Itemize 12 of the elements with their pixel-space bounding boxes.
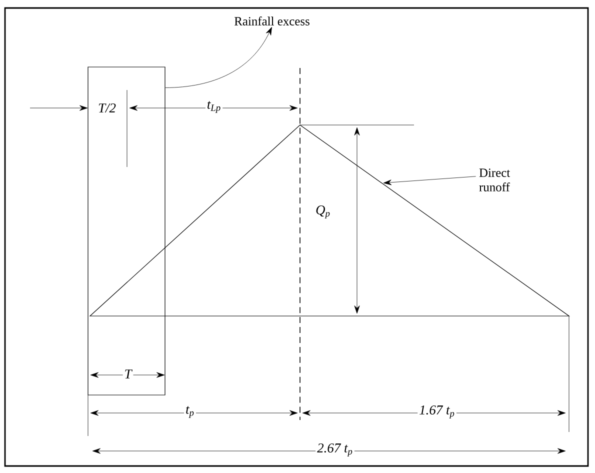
annotation-text: Direct runoff (479, 168, 510, 192)
dimension-label: t$_{p}$ (184, 404, 196, 420)
rainfall-excess-block (88, 66, 166, 396)
dimension-label: 2.67 t$_{p}$ (316, 442, 354, 458)
dimension-label: 1.67 t$_{p}$ (418, 404, 456, 420)
dimension-label: Q$_{p}$ (314, 204, 332, 220)
leader-line (383, 176, 476, 186)
leader-line (165, 27, 272, 88)
annotation-text: Rainfall excess (234, 16, 310, 26)
dimension-label: t$_{Lp}$ (205, 100, 223, 114)
dimension-label: T (122, 368, 134, 380)
dimension-label: T/2 (96, 102, 118, 114)
